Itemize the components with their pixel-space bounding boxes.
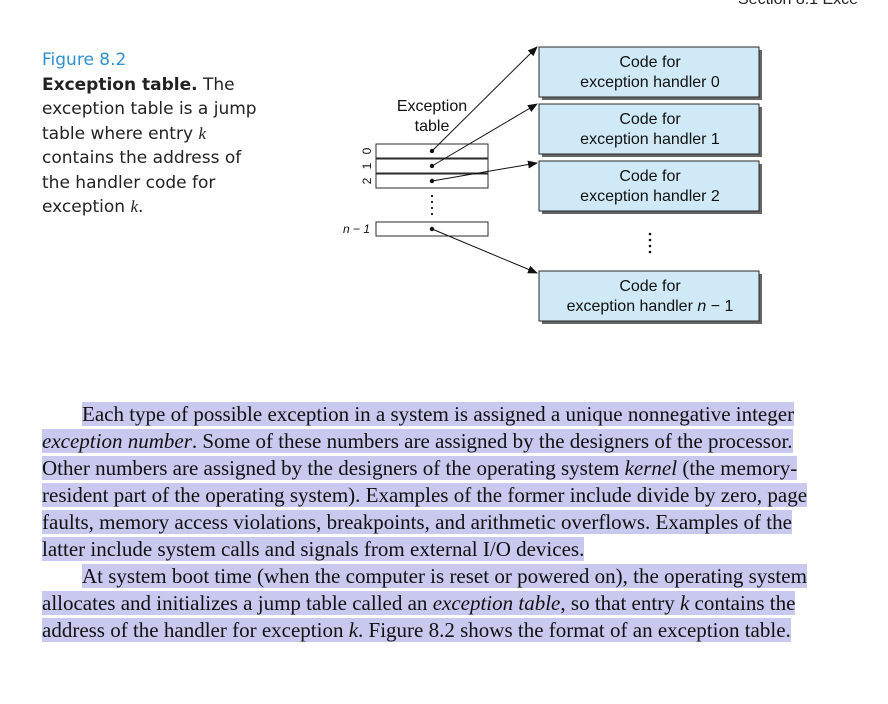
svg-text:Code for: Code for — [619, 111, 681, 128]
row-label-1: 1 — [360, 162, 374, 169]
body-text: Each type of possible exception in a sys… — [42, 401, 822, 644]
table-label-line2: table — [415, 118, 450, 135]
handler-box-n-minus-1: Code for exception handler n − 1 — [538, 270, 762, 324]
svg-text:Code for: Code for — [619, 168, 681, 185]
row-label-2: 2 — [360, 177, 374, 184]
svg-text:exception handler n − 1: exception handler n − 1 — [567, 298, 734, 315]
exception-table — [375, 143, 489, 237]
row-label-0: 0 — [360, 147, 374, 154]
caption-text: Exception table. The exception table is … — [42, 74, 257, 218]
paragraph-1: Each type of possible exception in a sys… — [42, 402, 808, 561]
exception-table-diagram: Code for exception handler 0 Code for ex… — [343, 46, 762, 324]
handler-box-1: Code for exception handler 1 — [538, 103, 762, 157]
table-ellipsis — [430, 194, 434, 216]
table-label-line1: Exception — [397, 98, 467, 115]
handler-box-2: Code for exception handler 2 — [538, 160, 762, 214]
figure-caption: Figure 8.2 Exception table. The exceptio… — [42, 48, 272, 220]
svg-text:exception handler 2: exception handler 2 — [580, 188, 720, 205]
pointer-arrows — [431, 46, 538, 274]
caption-title: Exception table. — [42, 74, 198, 95]
handler-box-0: Code for exception handler 0 — [538, 46, 762, 100]
svg-text:Code for: Code for — [619, 54, 681, 71]
svg-text:Code for: Code for — [619, 278, 681, 295]
svg-text:exception handler 1: exception handler 1 — [580, 131, 720, 148]
figure-label: Figure 8.2 — [42, 50, 127, 70]
svg-text:exception handler 0: exception handler 0 — [580, 74, 720, 91]
row-label-n-minus-1: n − 1 — [343, 222, 370, 236]
running-head: Section 8.1 Exce — [738, 0, 858, 9]
handler-ellipsis — [648, 232, 652, 254]
paragraph-2: At system boot time (when the computer i… — [42, 564, 807, 642]
